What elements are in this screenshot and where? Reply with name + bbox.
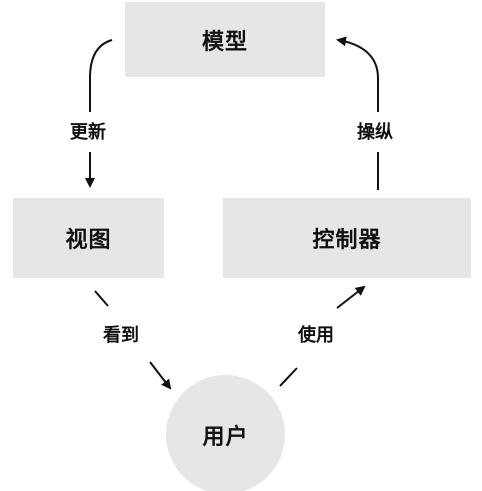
arrow-view-to-user-lower	[149, 361, 172, 390]
user-node-label: 用户	[202, 424, 249, 450]
model-node-label: 模型	[201, 29, 248, 55]
edge-label-see: 看到	[103, 325, 139, 346]
edge-label-update: 更新	[70, 122, 106, 143]
arrow-user-to-controller-lower	[279, 367, 298, 387]
controller-node: 控制器	[223, 198, 471, 278]
model-node: 模型	[125, 2, 325, 77]
arrow-model-to-view-upper	[89, 39, 113, 112]
view-node: 视图	[13, 198, 164, 278]
view-node-label: 视图	[65, 228, 112, 253]
arrow-user-to-controller-upper	[336, 285, 366, 309]
controller-node-label: 控制器	[312, 228, 382, 253]
arrow-controller-to-model-upper	[336, 36, 379, 112]
user-node: 用户	[166, 375, 285, 491]
edge-label-manipulate: 操纵	[357, 122, 393, 143]
arrow-view-to-user-upper	[94, 290, 109, 307]
edge-label-use: 使用	[298, 325, 334, 346]
